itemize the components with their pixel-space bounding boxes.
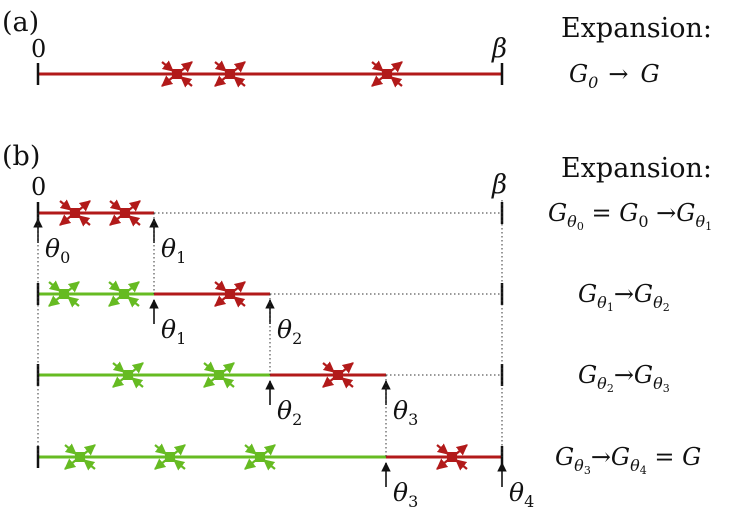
row-1-right-theta-label: θ1: [161, 234, 186, 267]
panel-a-vertex-3: [371, 60, 403, 88]
row-2-left-theta-label: θ1: [161, 315, 186, 348]
panel-b-end-label: β: [491, 170, 507, 200]
row-3-left-theta-label: θ2: [277, 396, 302, 429]
row-3-green-vertex-1: [112, 361, 144, 389]
panel-b-row-3: θ2 θ3 Gθ2→Gθ3: [36, 361, 670, 429]
row-1-formula: Gθ0 = G0 →Gθ1: [548, 199, 712, 233]
panel-a-end-label: β: [491, 34, 507, 64]
row-3-green-vertex-2: [203, 361, 235, 389]
panel-b-row-4: θ3 θ4 Gθ3→Gθ4 = G: [36, 443, 701, 511]
panel-b-row-2: θ1 θ2 Gθ1→Gθ2: [36, 280, 670, 348]
panel-b-heading: Expansion:: [561, 153, 712, 184]
row-2-green-vertex-1: [48, 280, 80, 308]
row-2-right-theta-label: θ2: [277, 315, 302, 348]
row-2-formula: Gθ1→Gθ2: [578, 280, 670, 314]
row-2-red-vertex-1: [214, 280, 246, 308]
row-4-formula: Gθ3→Gθ4 = G: [555, 443, 701, 477]
panel-a-vertex-1: [161, 60, 193, 88]
row-4-red-vertex-1: [436, 443, 468, 471]
row-4-green-vertex-1: [64, 443, 96, 471]
panel-b-start-label: 0: [31, 173, 46, 201]
vertexes: [48, 60, 468, 471]
row-1-red-vertex-1: [59, 199, 91, 227]
row-3-formula: Gθ2→Gθ3: [578, 361, 670, 395]
row-2-green-vertex-2: [108, 280, 140, 308]
row-4-left-theta-label: θ3: [393, 478, 418, 511]
row-1-left-theta-label: θ0: [45, 234, 70, 267]
panel-a-label: (a): [2, 7, 39, 38]
panel-b-label: (b): [2, 141, 40, 172]
row-4-green-vertex-2: [154, 443, 186, 471]
panel-a-timeline: [36, 63, 504, 85]
row-3-right-theta-label: θ3: [393, 396, 418, 429]
panel-a-start-label: 0: [31, 35, 46, 63]
row-3-red-vertex-1: [322, 361, 354, 389]
panel-a-vertex-2: [214, 60, 246, 88]
row-4-green-vertex-3: [244, 443, 276, 471]
panel-b-row-1: θ0 θ1 Gθ0 = G0 →Gθ1: [33, 199, 712, 267]
panel-a-formula: G0→G: [569, 60, 660, 92]
panel-a-heading: Expansion:: [561, 13, 712, 44]
row-1-red-vertex-2: [109, 199, 141, 227]
row-4-right-theta-label: θ4: [509, 478, 534, 511]
